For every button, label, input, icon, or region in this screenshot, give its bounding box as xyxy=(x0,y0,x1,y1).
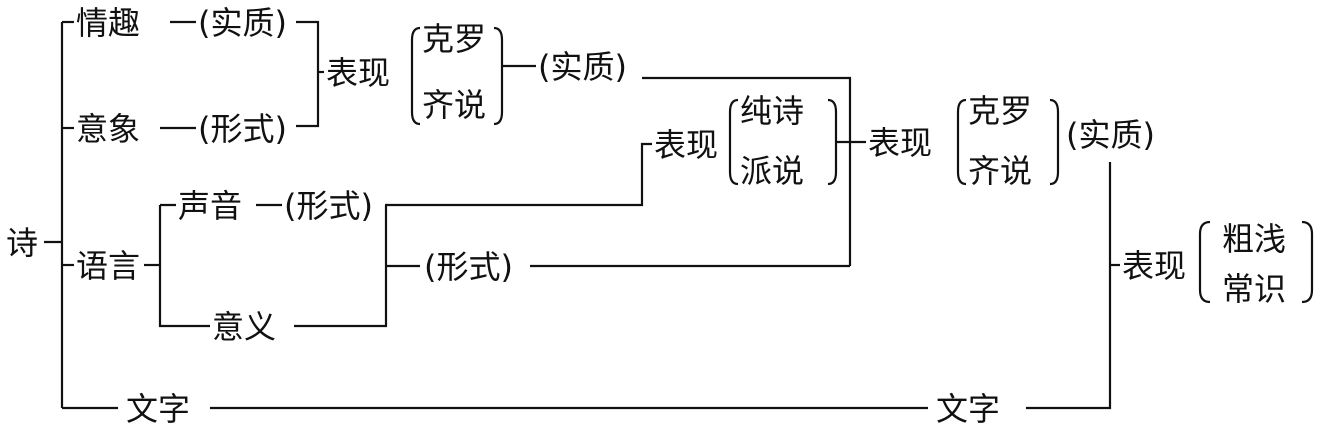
node-wenzi-left: 文字 xyxy=(126,390,190,426)
connector-lines xyxy=(44,20,1314,410)
label-biaoxian-1: 表现 xyxy=(326,54,390,92)
text-labels: 诗 情趣 意象 语言 声音 意义 文字 文字 (实质) (形式) 表现 克罗 齐… xyxy=(6,4,1286,428)
node-wenzi-right: 文字 xyxy=(936,390,1000,426)
frame-shizhi xyxy=(642,76,852,266)
label-biaoxian-3: 表现 xyxy=(868,124,932,162)
label-shizhi-3: (实质) xyxy=(1066,116,1155,154)
label-biaoxian-4: 表现 xyxy=(1122,247,1186,285)
node-shi: 诗 xyxy=(6,224,38,262)
brace-right-2 xyxy=(827,98,838,186)
label-changshi: 常识 xyxy=(1222,270,1286,308)
brace-left-2 xyxy=(728,98,739,186)
label-xingshi-1: (形式) xyxy=(198,110,287,148)
label-shizhi-2: (实质) xyxy=(538,48,627,86)
brace-left-4 xyxy=(1198,220,1211,304)
node-yuyan: 语言 xyxy=(76,247,140,285)
line-to-biaoxian-2 xyxy=(386,142,652,207)
bracket-shizhi-xingshi xyxy=(296,20,320,128)
node-qingqu: 情趣 xyxy=(76,4,140,42)
brace-right-3 xyxy=(1049,98,1060,186)
node-shengyin: 声音 xyxy=(178,187,242,225)
bracket-shengyin-yiyi xyxy=(158,203,210,328)
label-xingshi-2: (形式) xyxy=(284,187,373,225)
brace-right-4 xyxy=(1301,220,1314,304)
label-keluo-2: 克罗 xyxy=(968,92,1032,130)
label-keluo-1: 克罗 xyxy=(422,20,486,58)
brace-left-1 xyxy=(410,26,421,126)
brace-left-3 xyxy=(956,98,967,186)
label-biaoxian-2: 表现 xyxy=(654,126,718,164)
label-shizhi-1: (实质) xyxy=(198,4,287,42)
label-qishuo-1: 齐说 xyxy=(422,86,486,124)
label-qishuo-2: 齐说 xyxy=(968,152,1032,190)
label-chunshi: 纯诗 xyxy=(740,92,804,130)
right-trunk xyxy=(1026,162,1112,410)
node-yixiang: 意象 xyxy=(76,110,140,148)
node-yiyi: 意义 xyxy=(212,308,276,346)
label-paishuo: 派说 xyxy=(740,152,804,190)
brace-right-1 xyxy=(493,26,504,126)
label-cuqian: 粗浅 xyxy=(1222,220,1286,258)
label-xingshi-3: (形式) xyxy=(424,248,513,286)
